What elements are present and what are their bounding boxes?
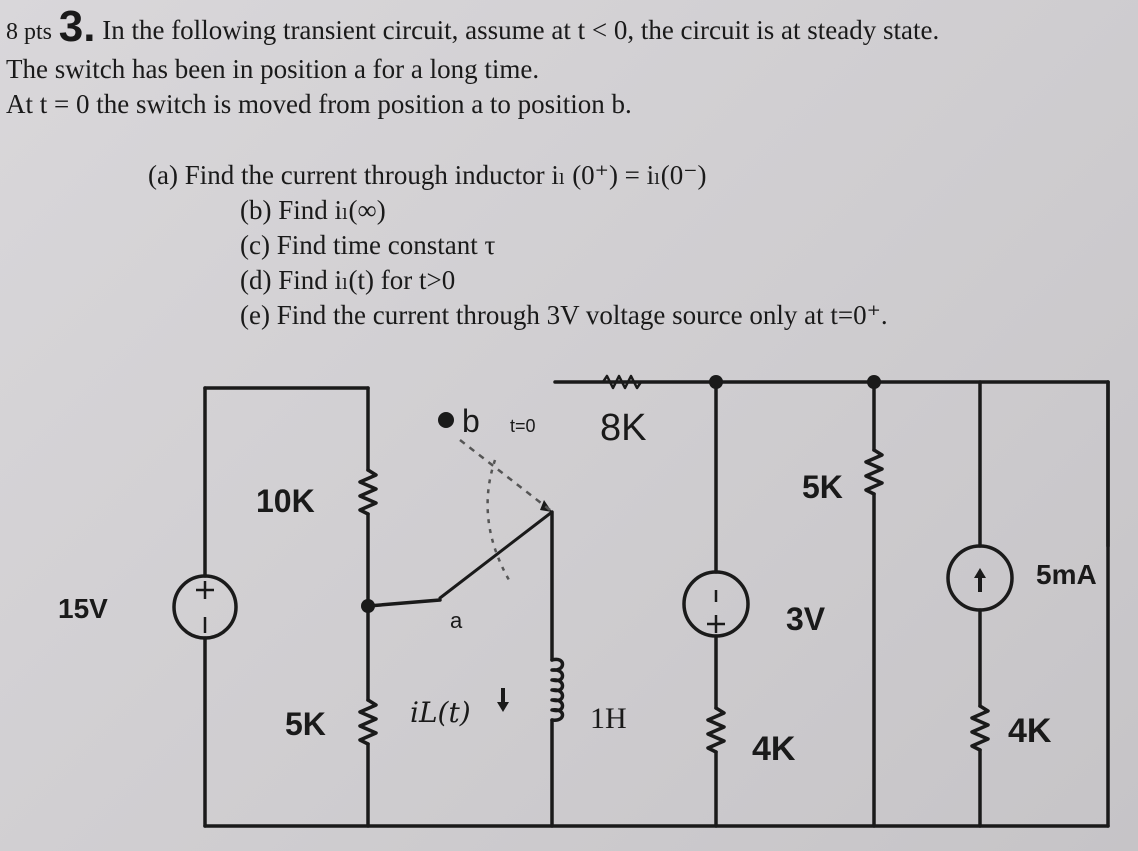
- part-a: (a) Find the current through inductor iₗ…: [148, 160, 707, 190]
- node-dot-top-mid: [709, 375, 723, 389]
- resistor-5k-left-icon: [358, 698, 378, 746]
- part-e: (e) Find the current through 3V voltage …: [240, 300, 888, 330]
- label-inductor-current: iL(t): [410, 696, 471, 729]
- node-dot-top-right: [867, 375, 881, 389]
- question-number: 3.: [58, 2, 96, 51]
- switch-arc-pencil: [486, 459, 511, 581]
- label-10k: 10K: [256, 483, 315, 519]
- label-5k-right: 5K: [802, 469, 843, 505]
- switch-a-wire: [366, 598, 442, 608]
- question-line3: At t = 0 the switch is moved from positi…: [6, 89, 632, 119]
- part-c: (c) Find time constant τ: [240, 230, 496, 260]
- switch-arm: [438, 510, 554, 600]
- label-switch-b: b: [462, 403, 480, 439]
- resistor-8k-icon: [601, 374, 643, 390]
- label-1h: 1H: [590, 702, 627, 735]
- part-b: (b) Find iₗ(∞): [240, 195, 386, 225]
- plus-sign-3v: [707, 615, 725, 633]
- part-d: (d) Find iₗ(t) for t>0: [240, 265, 456, 295]
- label-4k-mid: 4K: [752, 730, 796, 768]
- label-4k-right: 4K: [1008, 712, 1052, 750]
- label-5ma: 5mA: [1036, 559, 1097, 590]
- label-8k: 8K: [600, 407, 646, 449]
- points-label: 8 pts: [6, 19, 53, 45]
- node-dot-b: [438, 412, 454, 428]
- resistor-5k-right-icon: [864, 448, 884, 496]
- label-15v: 15V: [58, 593, 108, 624]
- label-switch-a: a: [450, 608, 463, 633]
- current-source-arrow-icon: [974, 568, 986, 592]
- inductor-1h-icon: [550, 657, 565, 722]
- label-switch-time: t=0: [510, 416, 536, 436]
- voltage-source-15v-icon: [172, 574, 238, 640]
- node-dot-left: [361, 599, 375, 613]
- resistor-4k-mid-icon: [706, 706, 726, 754]
- switch-dashed-pencil: [459, 439, 551, 511]
- resistor-4k-right-icon: [970, 704, 990, 752]
- label-3v: 3V: [786, 601, 826, 637]
- question-header-line1: 8 pts 3. In the following transient circ…: [6, 5, 940, 49]
- label-5k-left: 5K: [285, 706, 326, 742]
- resistor-10k-icon: [358, 468, 378, 516]
- question-intro: In the following transient circuit, assu…: [102, 15, 940, 45]
- inductor-current-arrow-icon: [497, 688, 509, 712]
- question-line2: The switch has been in position a for a …: [6, 54, 540, 84]
- plus-sign-15v: [196, 581, 214, 599]
